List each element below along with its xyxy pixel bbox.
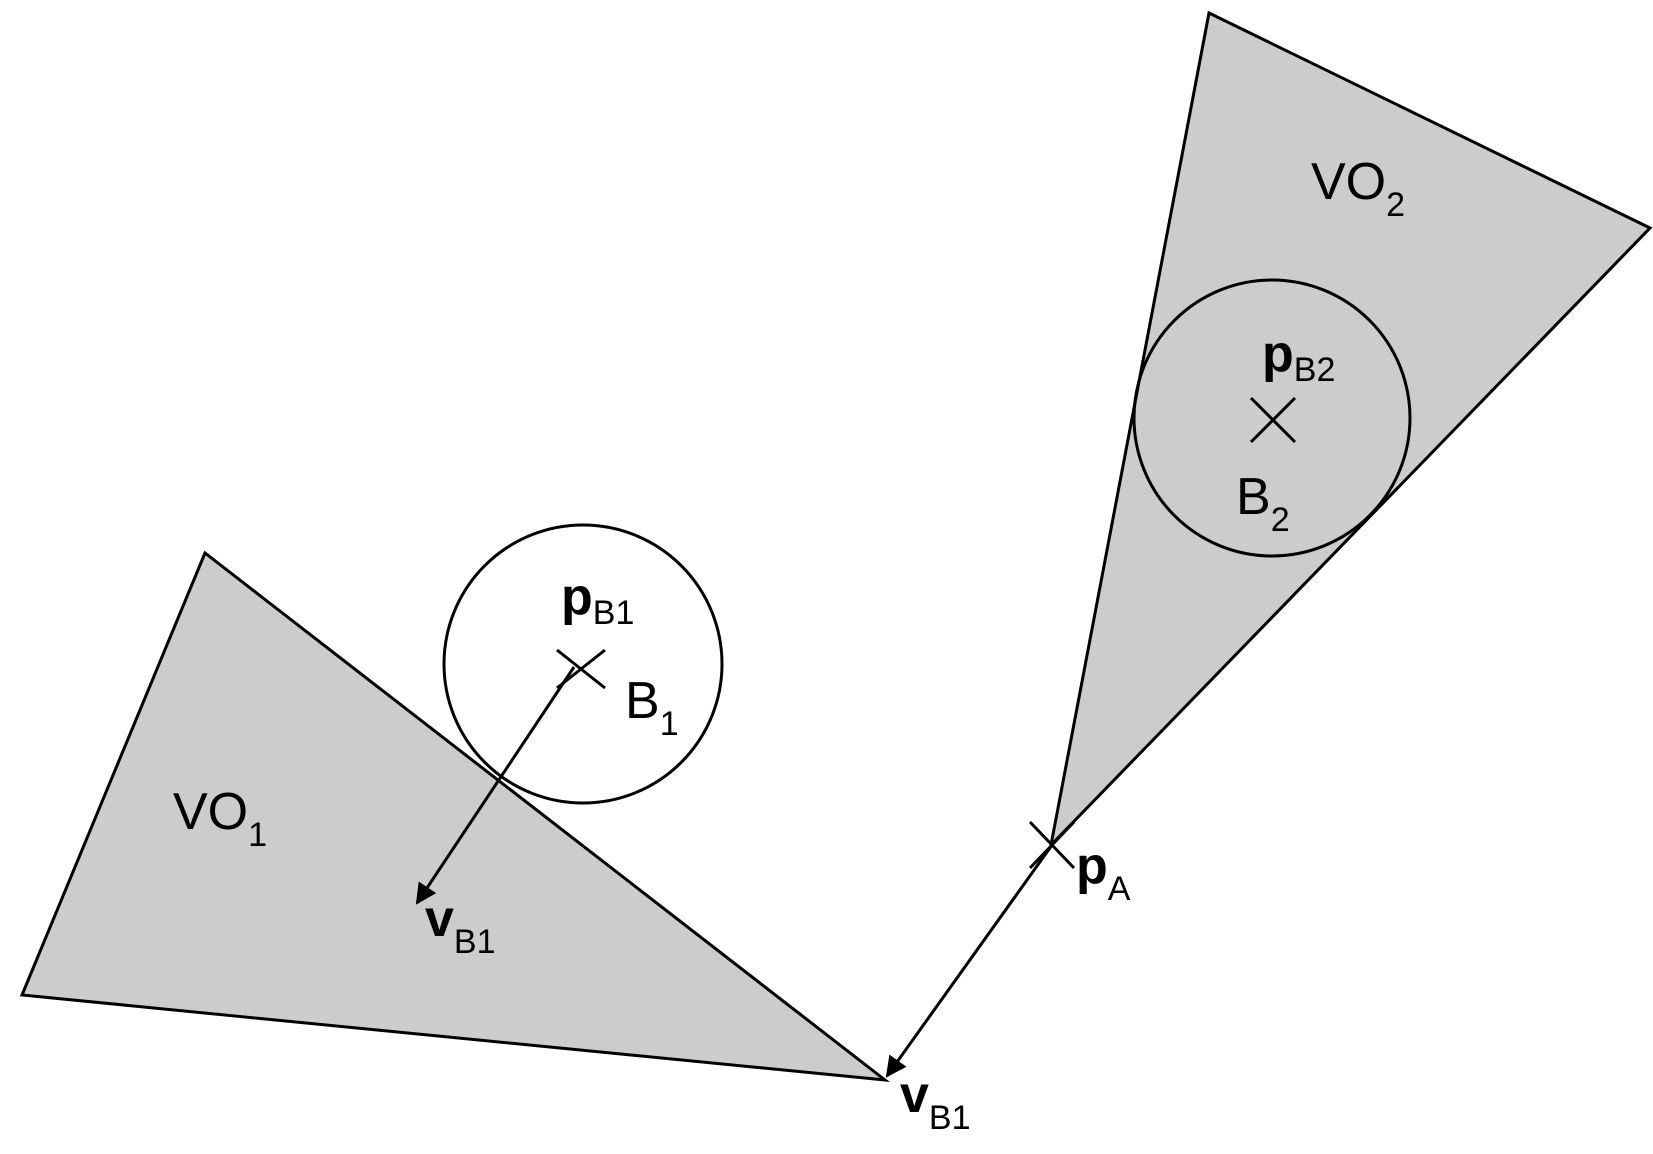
vo2-region <box>1048 10 1653 850</box>
b1-label: B1 <box>625 672 679 743</box>
obstacle-b2-circle <box>1132 278 1412 558</box>
v-b1-arrow-label: vB1 <box>425 890 496 961</box>
vo1-label: VO1 <box>173 783 267 854</box>
p-b1-label: pB1 <box>561 568 634 632</box>
p-b2-cross-marker <box>1249 396 1297 444</box>
v-b1-apex-label: vB1 <box>900 1066 971 1137</box>
vo1-region <box>19 550 891 1083</box>
vo2-label: VO2 <box>1311 153 1405 224</box>
v-b1-vector-arrow <box>415 666 576 905</box>
p-a-label: pA <box>1076 837 1131 908</box>
b2-label: B2 <box>1236 468 1290 539</box>
p-b2-label: pB2 <box>1262 325 1335 389</box>
v-b1-vector-from-pa <box>885 844 1054 1078</box>
obstacle-b1-circle <box>442 523 724 805</box>
